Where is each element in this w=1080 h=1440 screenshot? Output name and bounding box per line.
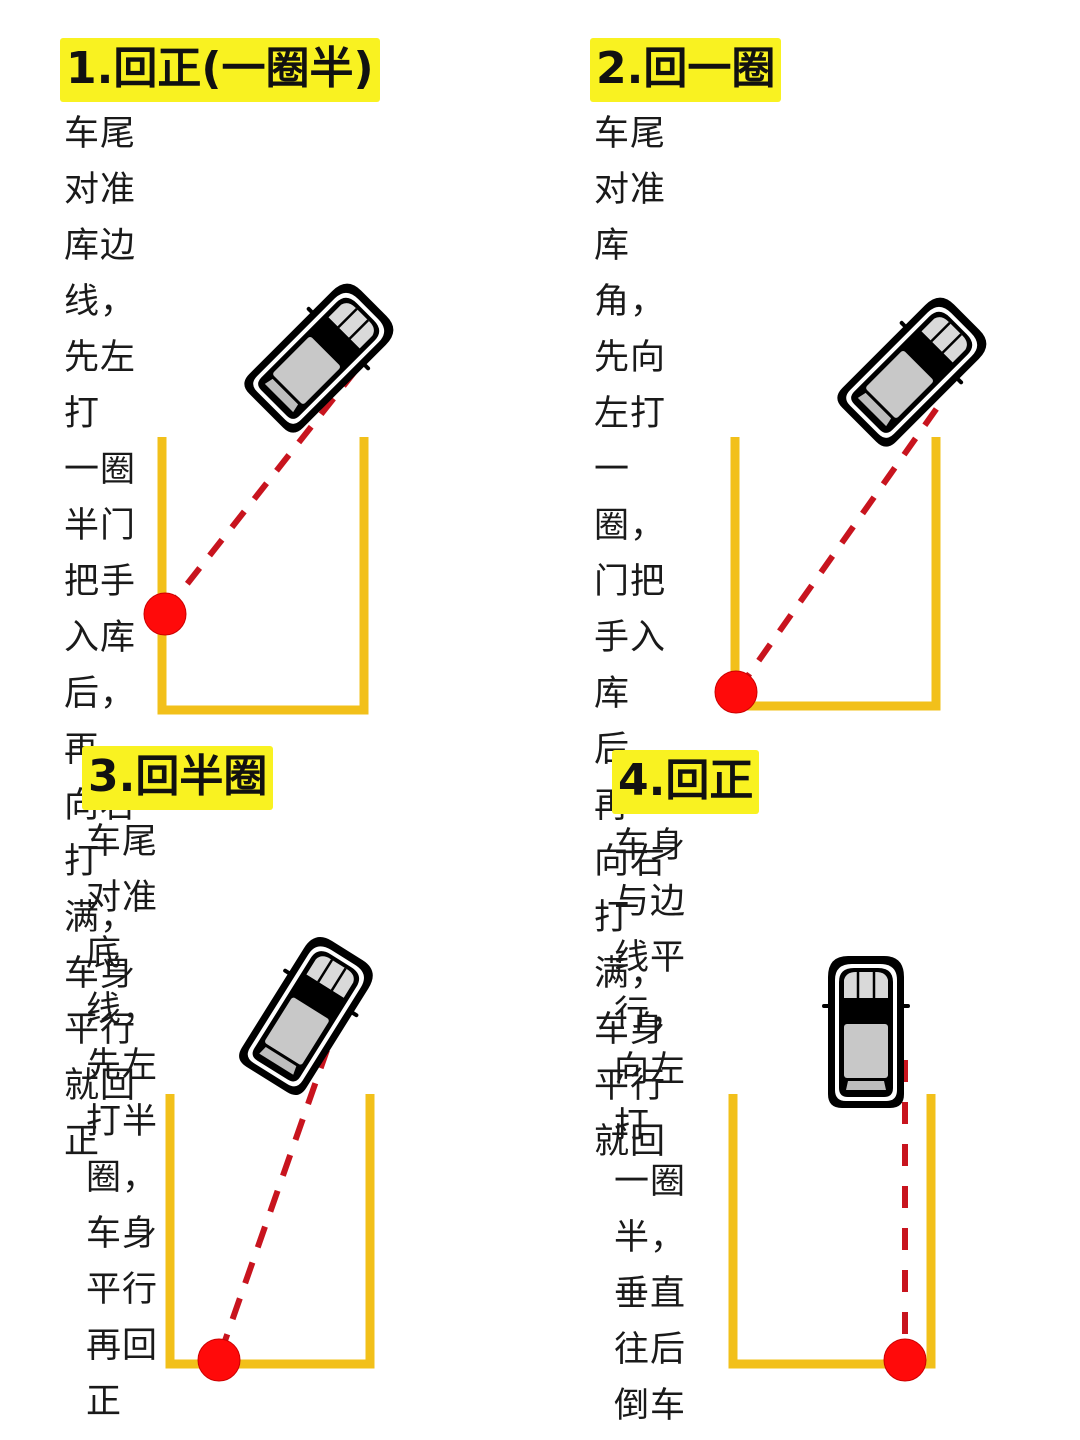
guide-line	[217, 1049, 330, 1356]
step-4-title: 4.回正	[612, 750, 760, 814]
parking-space-outline	[728, 1094, 936, 1369]
parking-space-outline	[165, 1094, 375, 1369]
step-2-description: 车尾对准库角，先向左打 一圈，门把手入库后，再 向右打满，车身平行就回	[594, 106, 666, 1170]
desc-line: 车尾对准底线，先左打半	[86, 822, 159, 1142]
car-icon	[228, 925, 386, 1105]
desc-line: 一圈半，垂直往后倒车	[614, 1162, 687, 1426]
reference-dot	[714, 670, 758, 714]
reference-dot	[883, 1338, 927, 1382]
step-3-diagram	[165, 925, 386, 1382]
guide-line	[162, 368, 359, 614]
desc-line: 车尾对准库边线，先左打	[64, 114, 137, 434]
parking-space-outline	[730, 437, 941, 711]
car-icon	[826, 284, 1000, 458]
desc-line: 圈，车身平行再回正	[86, 1158, 159, 1422]
car-icon	[233, 270, 407, 444]
desc-line: 正	[64, 1122, 101, 1162]
reference-dot	[143, 592, 187, 636]
step-1-description: 车尾对准库边线，先左打 一圈半门把手入库后，再 向右打满，车身平行就回 正	[64, 106, 136, 1170]
step-4-description: 车身与边线平行，向左打 一圈半，垂直往后倒车	[614, 818, 686, 1434]
parking-space-outline	[157, 437, 369, 715]
step-2-title: 2.回一圈	[590, 38, 782, 102]
car-icon	[820, 954, 912, 1110]
desc-line: 向右打满，车身平行就回	[64, 786, 137, 1106]
step-3-title: 3.回半圈	[82, 746, 274, 810]
desc-line: 向右打满，车身平行就回	[594, 842, 667, 1162]
desc-line: 车尾对准库角，先向左打	[594, 114, 667, 434]
guide-line	[735, 406, 940, 692]
step-3-description: 车尾对准底线，先左打半 圈，车身平行再回正	[86, 814, 158, 1430]
desc-line: 一圈半门把手入库后，再	[64, 450, 137, 770]
step-1-title: 1.回正(一圈半)	[60, 38, 380, 102]
desc-line: 车身与边线平行，向左打	[614, 826, 687, 1146]
step-1-diagram	[143, 270, 407, 715]
reference-dot	[197, 1338, 241, 1382]
step-2-diagram	[714, 284, 1000, 714]
step-4-diagram	[728, 954, 936, 1382]
